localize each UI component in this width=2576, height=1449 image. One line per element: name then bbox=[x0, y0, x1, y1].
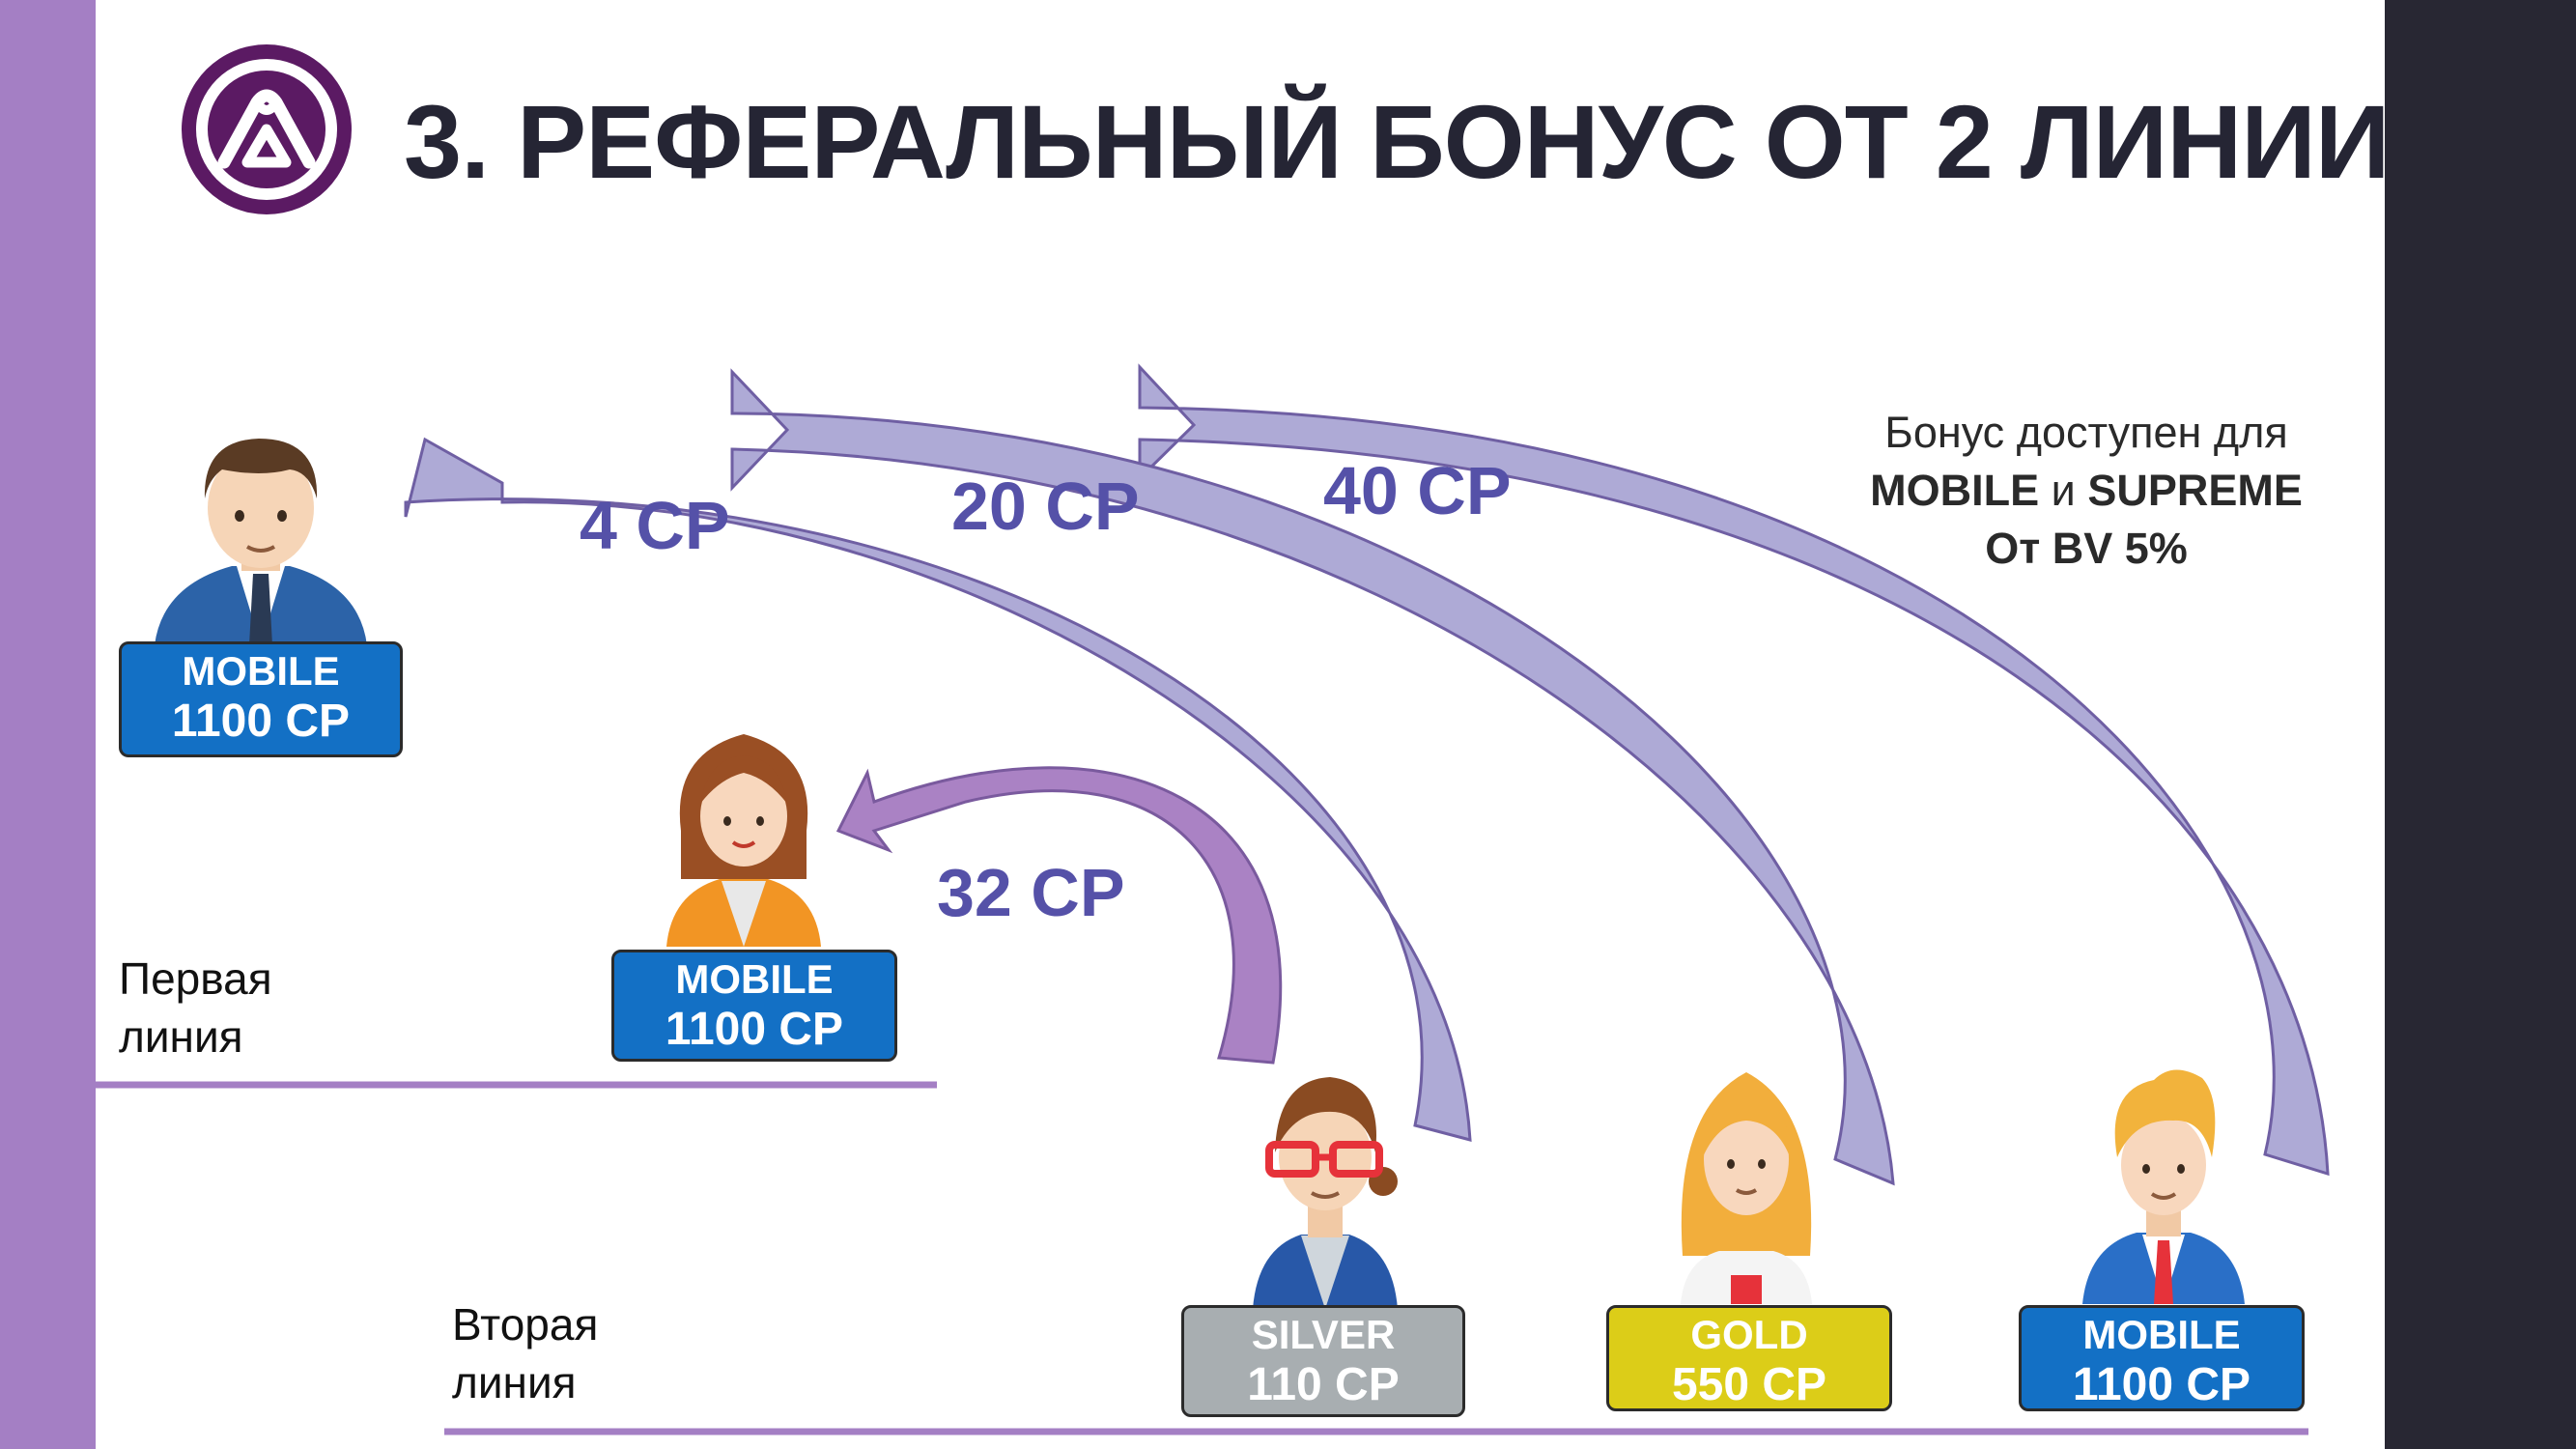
flow-label-32: 32 CP bbox=[937, 855, 1125, 930]
silver-tier: SILVER bbox=[1251, 1312, 1396, 1357]
note-and: и bbox=[2051, 466, 2076, 515]
root-avatar-icon bbox=[155, 439, 367, 645]
note-line-3: От BV 5% bbox=[1985, 524, 2188, 573]
gold-avatar-icon bbox=[1681, 1072, 1812, 1304]
flow-arrow-4 bbox=[404, 437, 1472, 1142]
first-line-value: 1100 CP bbox=[665, 1004, 844, 1055]
note-mobile: MOBILE bbox=[1870, 466, 2040, 515]
gold-value: 550 CP bbox=[1671, 1359, 1827, 1410]
root-tier: MOBILE bbox=[182, 648, 340, 694]
mobile2-card: MOBILE 1100 CP bbox=[2019, 1305, 2305, 1411]
left-accent-bar bbox=[0, 0, 96, 1449]
mobile2-avatar-icon bbox=[2082, 1069, 2245, 1304]
root-value: 1100 CP bbox=[171, 696, 351, 747]
mobile2-tier: MOBILE bbox=[2082, 1312, 2241, 1357]
mobile2-value: 1100 CP bbox=[2072, 1359, 2251, 1410]
flow-arrow-20 bbox=[730, 368, 1895, 1186]
silver-card: SILVER 110 CP bbox=[1181, 1305, 1465, 1417]
first-line-avatar-icon bbox=[666, 734, 821, 947]
note-line-2: MOBILE и SUPREME bbox=[1826, 462, 2347, 520]
second-line-label: Вторая линия bbox=[452, 1299, 599, 1407]
silver-avatar-icon bbox=[1253, 1077, 1398, 1309]
bonus-note: Бонус доступен для MOBILE и SUPREME От B… bbox=[1826, 404, 2347, 578]
right-dark-panel bbox=[2385, 0, 2576, 1449]
flow-label-4: 4 CP bbox=[580, 488, 730, 563]
page-title: 3. РЕФЕРАЛЬНЫЙ БОНУС ОТ 2 ЛИНИИ bbox=[404, 83, 2390, 200]
first-line-card: MOBILE 1100 CP bbox=[611, 950, 897, 1062]
flow-label-20: 20 CP bbox=[951, 469, 1140, 544]
gold-tier: GOLD bbox=[1690, 1312, 1808, 1357]
flow-arrow-40 bbox=[1138, 363, 2330, 1177]
root-card: MOBILE 1100 CP bbox=[119, 641, 403, 757]
brand-logo-icon bbox=[182, 44, 352, 214]
note-line-1: Бонус доступен для bbox=[1884, 408, 2288, 457]
flow-arrow-32 bbox=[835, 766, 1283, 1065]
silver-value: 110 CP bbox=[1247, 1359, 1400, 1410]
first-line-label: Первая линия bbox=[119, 953, 272, 1062]
note-supreme: SUPREME bbox=[2087, 466, 2303, 515]
first-line-tier: MOBILE bbox=[675, 956, 834, 1002]
gold-card: GOLD 550 CP bbox=[1606, 1305, 1892, 1411]
flow-label-40: 40 CP bbox=[1323, 453, 1512, 528]
